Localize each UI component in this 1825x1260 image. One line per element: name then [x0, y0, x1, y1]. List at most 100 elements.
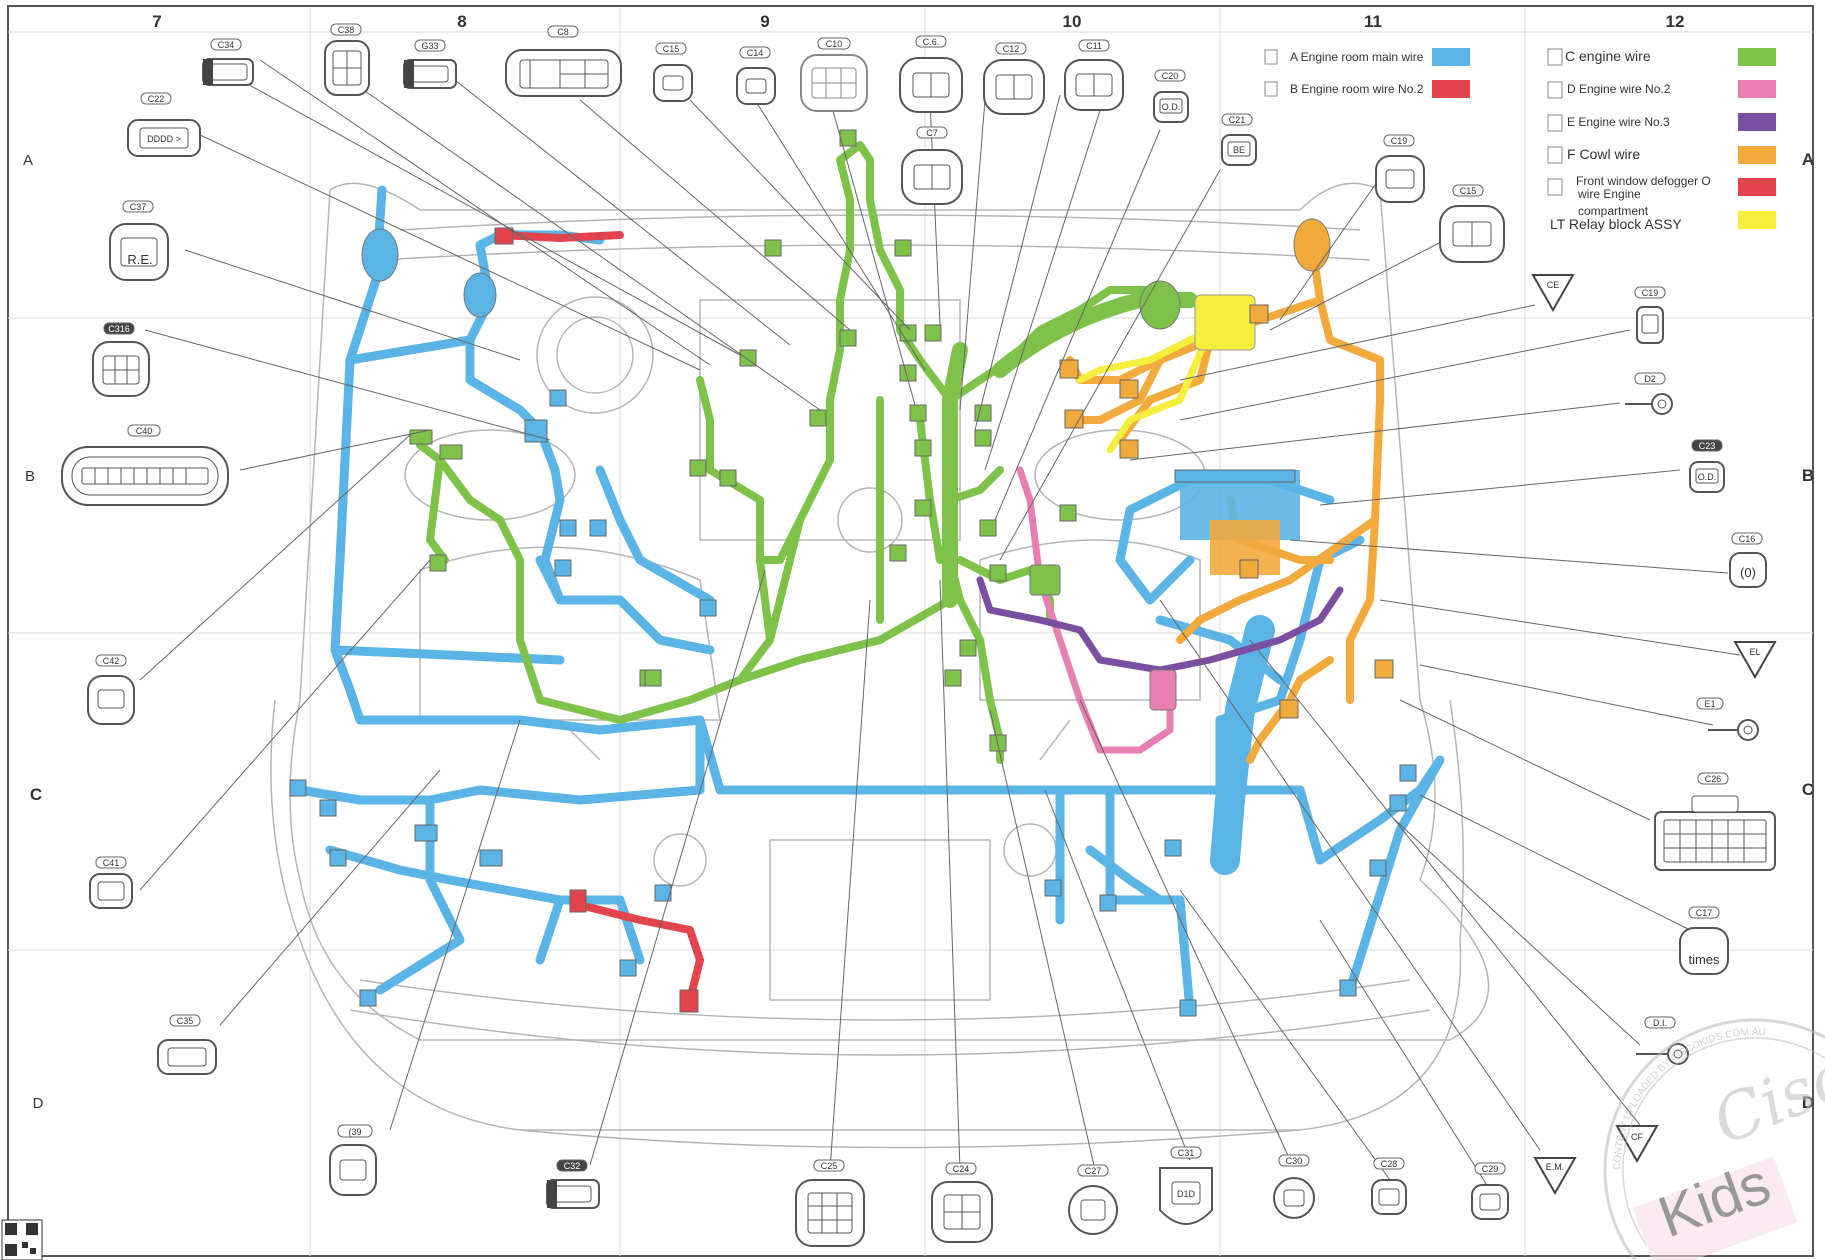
connector-c24[interactable]: C24 — [931, 1162, 993, 1243]
connector-c31[interactable]: C31 D1D — [1159, 1146, 1213, 1225]
legend-swatch — [1432, 80, 1470, 98]
connector-tag: C34 — [218, 40, 235, 50]
ground-label: E.M. — [1546, 1162, 1565, 1172]
connector-c8[interactable]: C8 — [505, 25, 622, 97]
legend-label: E Engine wire No.3 — [1567, 115, 1670, 129]
connector-g33[interactable]: G33 — [403, 39, 457, 89]
grid-row-label: B — [1802, 466, 1814, 485]
connector-code: D1D — [1177, 1189, 1196, 1199]
connector-c14[interactable]: C14 — [736, 46, 776, 105]
connector-tag: G33 — [421, 41, 438, 51]
connector-c17[interactable]: C17 times — [1679, 906, 1729, 975]
connector-c16[interactable]: C16 (0) — [1729, 532, 1767, 588]
connector-c15[interactable]: C15 — [653, 42, 693, 102]
connector-c10[interactable]: C10 — [800, 37, 868, 112]
connector-tag: C25 — [821, 1161, 838, 1171]
legend-swatch — [1738, 146, 1776, 164]
grid-lines — [8, 8, 1813, 1256]
connector-c40[interactable]: C40 — [61, 424, 229, 506]
connector-c11[interactable]: C11 — [1064, 39, 1124, 111]
wire-e-engine-no3 — [976, 576, 1344, 674]
grid-column-label: 12 — [1666, 12, 1685, 31]
connector-c21[interactable]: C21 BE — [1221, 113, 1257, 166]
legend-label: wire Engine — [1577, 187, 1641, 201]
grid-row-label: A — [1802, 150, 1814, 169]
ground-point-ce[interactable]: CE — [1531, 274, 1575, 313]
connector-c37[interactable]: C37 R.E. — [109, 200, 169, 281]
connector-tag: C27 — [1085, 1166, 1102, 1176]
connector-c32[interactable]: C32 — [546, 1159, 600, 1209]
legend-label: D Engine wire No.2 — [1567, 82, 1671, 96]
connector-c35[interactable]: C35 — [157, 1014, 217, 1075]
blue-grommet — [463, 272, 497, 318]
ground-label: CE — [1547, 280, 1560, 290]
connector-c15-right[interactable]: C15 — [1439, 184, 1505, 263]
connector-c39[interactable]: (39 — [329, 1124, 377, 1196]
callout-leader-lines — [139, 59, 1741, 1191]
grid-column-label: 9 — [760, 12, 769, 31]
connector-tag: C316 — [108, 324, 130, 334]
connector-code: times — [1688, 952, 1720, 967]
connector-c6[interactable]: C.6. — [899, 35, 963, 113]
connector-c20[interactable]: C20 O.D. — [1153, 69, 1189, 123]
connector-tag: C41 — [103, 858, 120, 868]
connector-c28[interactable]: C28 — [1371, 1157, 1407, 1215]
legend-swatch — [1432, 48, 1470, 66]
connector-c19-lower[interactable]: C19 — [1634, 286, 1666, 344]
connector-tag: D2 — [1644, 374, 1656, 384]
grid-row-label: D — [1802, 1093, 1814, 1112]
connector-c316[interactable]: C316 — [92, 322, 150, 397]
legend-swatch — [1738, 48, 1776, 66]
connector-c26[interactable]: C26 — [1654, 772, 1776, 871]
connector-code: (0) — [1740, 565, 1756, 580]
wire-a-block — [1210, 615, 1275, 875]
connector-c30[interactable]: C30 — [1273, 1154, 1315, 1219]
terminal-e1[interactable]: E1 — [1696, 697, 1759, 741]
ground-label: CF — [1631, 1132, 1643, 1142]
connector-c34[interactable]: C34 — [202, 38, 254, 86]
connector-tag: (39 — [348, 1127, 361, 1137]
legend-checkbox — [1547, 114, 1563, 132]
ground-point-cf[interactable]: CF — [1615, 1125, 1659, 1164]
legend-label: A Engine room main wire — [1290, 50, 1424, 64]
connector-c7[interactable]: C7 — [901, 126, 963, 205]
ground-point-el[interactable]: EL — [1733, 641, 1777, 680]
connector-c29[interactable]: C29 — [1471, 1162, 1509, 1220]
wire-lt-relay — [1076, 326, 1214, 454]
ground-point-em[interactable]: E.M. — [1533, 1157, 1577, 1196]
connector-tag: C26 — [1705, 774, 1722, 784]
qr-code-icon — [1, 1219, 43, 1260]
connector-tag: C15 — [1460, 186, 1477, 196]
connector-c22[interactable]: C22 DDDD > — [127, 92, 201, 157]
engine-bay-outline — [270, 182, 1490, 1149]
connector-tag: C37 — [130, 202, 147, 212]
connector-tag: C35 — [177, 1016, 194, 1026]
connector-tag: C23 — [1699, 441, 1716, 451]
connector-tag: C8 — [557, 27, 569, 37]
green-grommet — [1139, 280, 1181, 330]
connector-c23[interactable]: C23 O.D. — [1689, 439, 1725, 493]
harness-connector-blocks — [289, 129, 1417, 1017]
legend-checkbox — [1547, 81, 1563, 99]
connector-c27[interactable]: C27 — [1068, 1164, 1118, 1235]
connector-c42[interactable]: C42 — [87, 654, 135, 725]
connector-c38[interactable]: C38 — [324, 23, 370, 96]
legend-checkbox — [1547, 48, 1563, 66]
legend-checkbox — [1547, 178, 1563, 196]
grid-column-label: 11 — [1364, 12, 1382, 31]
terminal-d2[interactable]: D2 — [1625, 372, 1673, 415]
connector-c41[interactable]: C41 — [89, 856, 133, 909]
connector-tag: C10 — [826, 39, 843, 49]
legend-label: B Engine room wire No.2 — [1290, 82, 1424, 96]
connector-tag: C19 — [1391, 136, 1408, 146]
connector-tag: C40 — [136, 426, 153, 436]
connector-code: BE — [1233, 145, 1245, 155]
connector-c19-upper[interactable]: C19 — [1375, 134, 1425, 203]
connector-c12[interactable]: C12 — [983, 42, 1045, 115]
connector-c25[interactable]: C25 — [795, 1159, 865, 1247]
connector-tag: C38 — [338, 25, 355, 35]
pink-connector — [1149, 669, 1177, 711]
connector-tag: C20 — [1162, 71, 1179, 81]
grid-column-label: 10 — [1063, 12, 1082, 31]
